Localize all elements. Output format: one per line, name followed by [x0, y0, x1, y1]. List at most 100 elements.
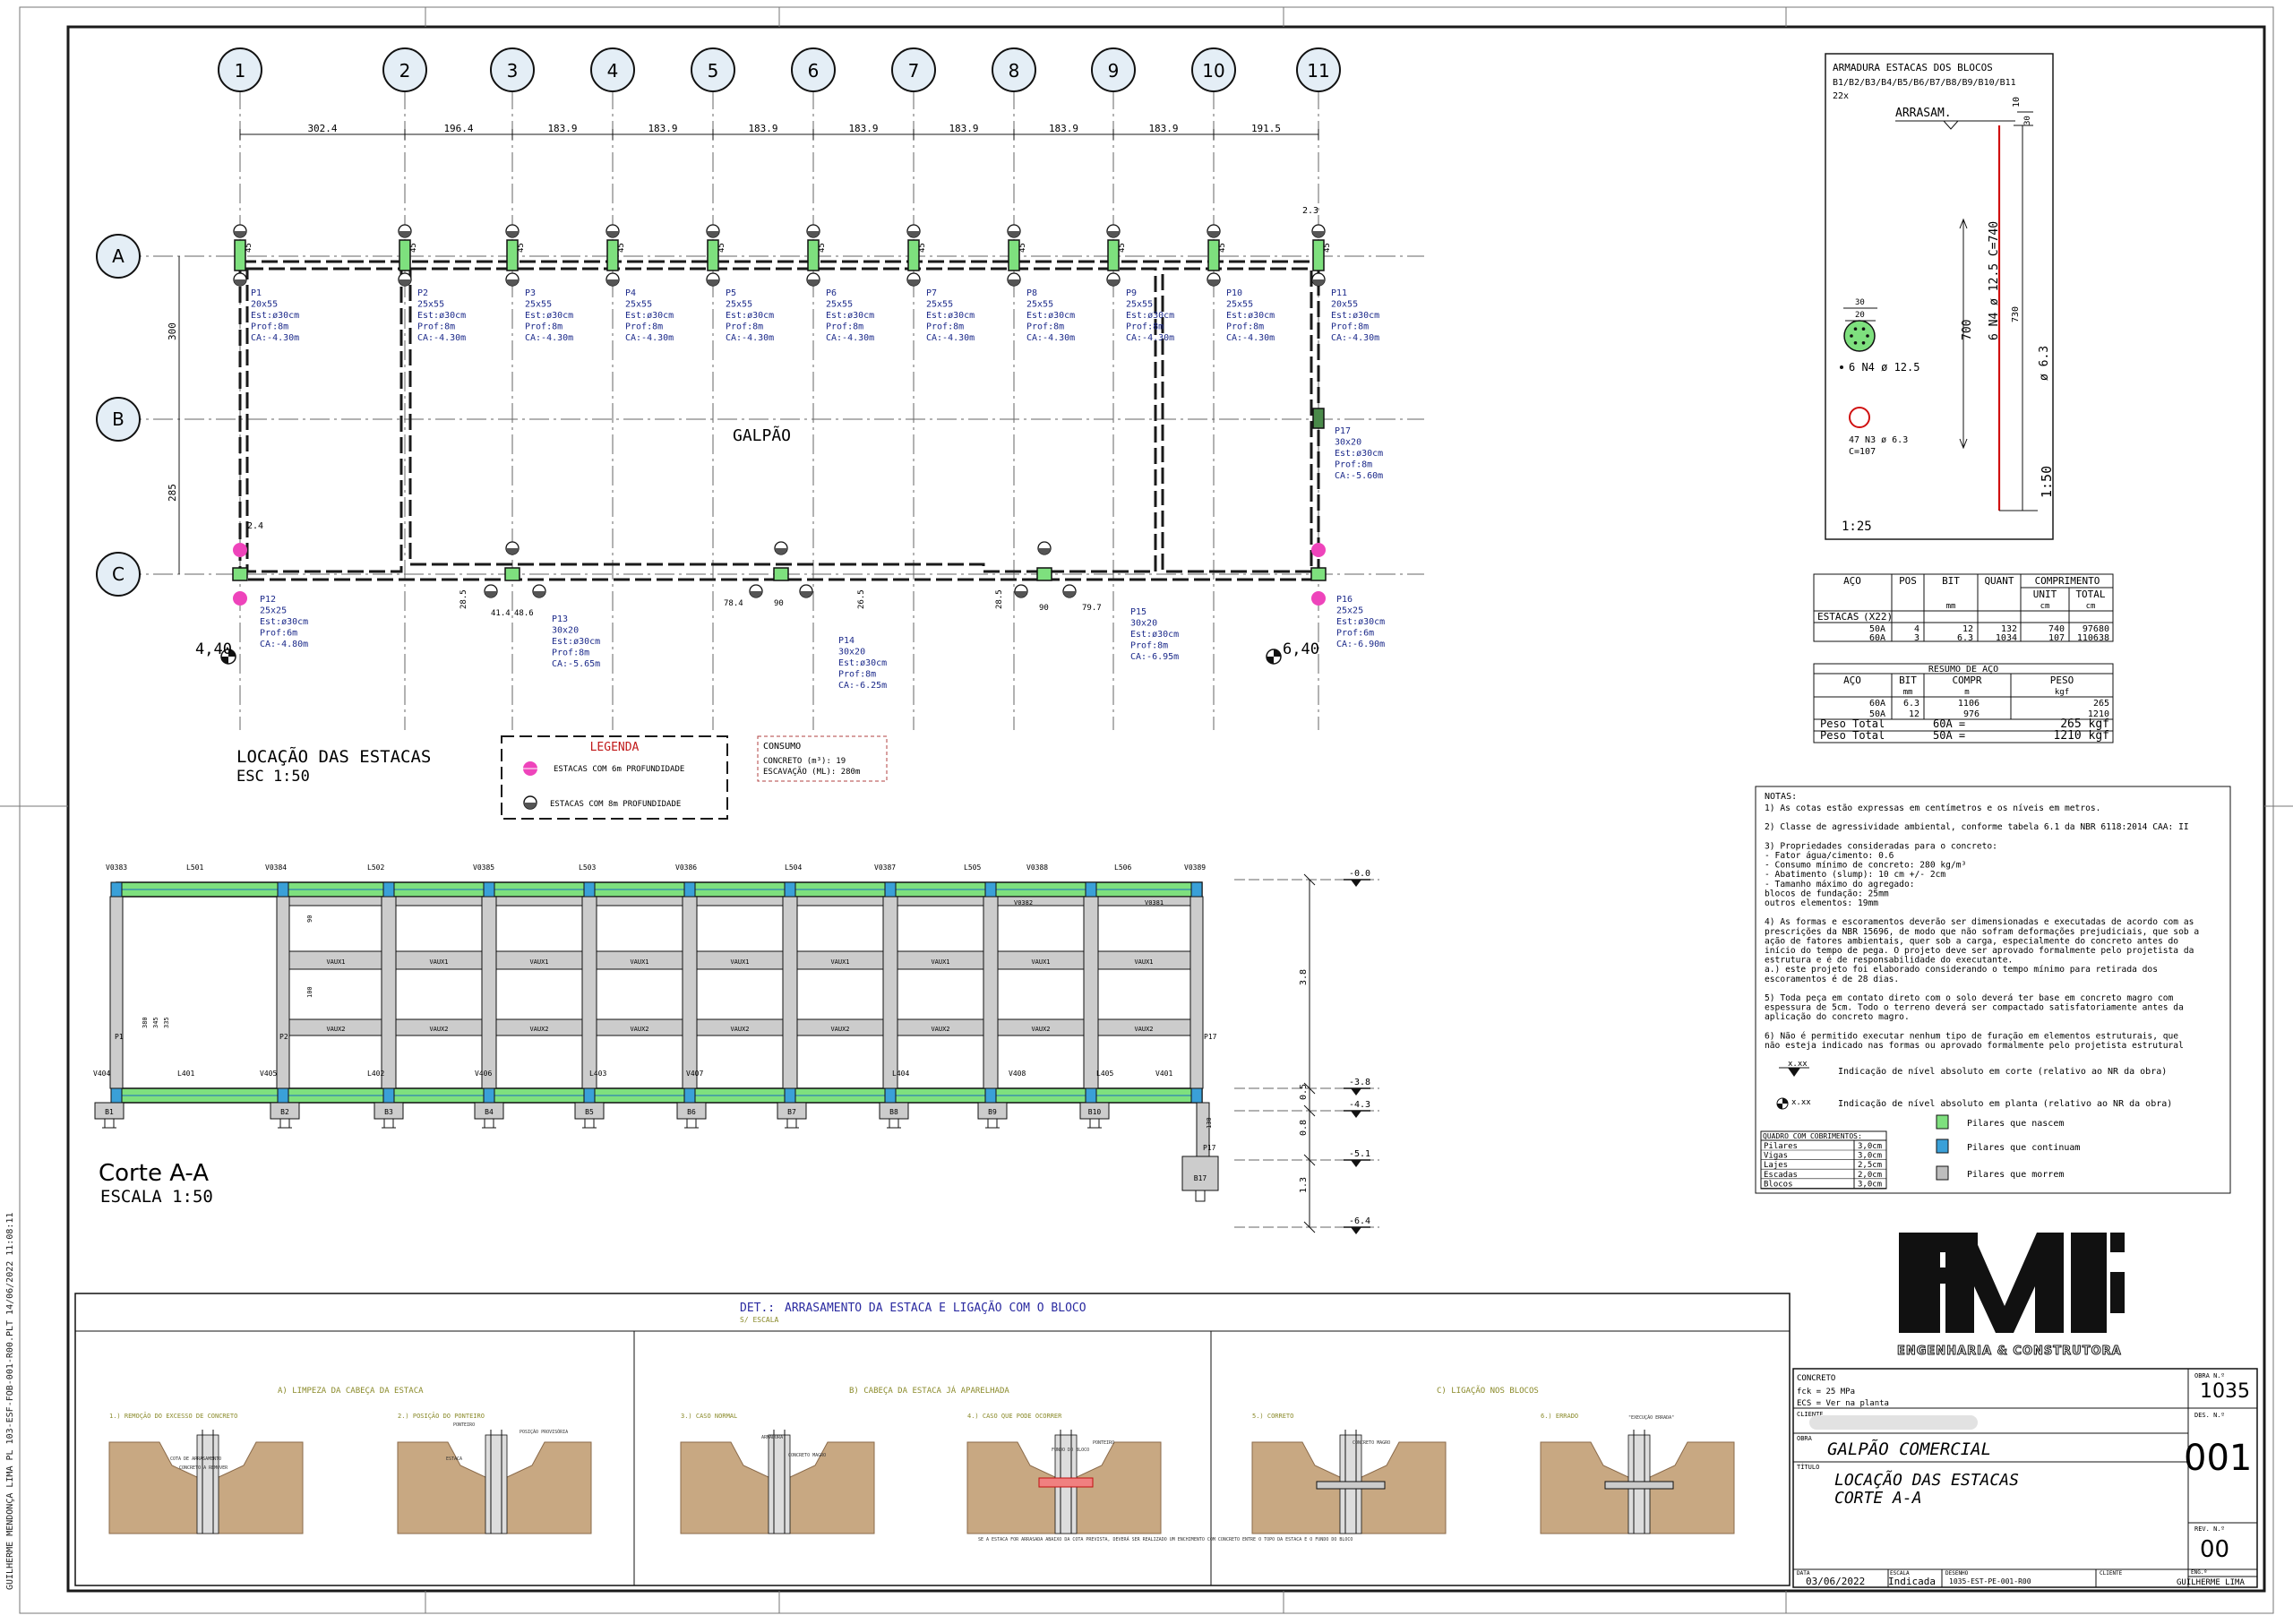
legend-title: LEGENDA [590, 741, 640, 754]
det-footnote: SE A ESTACA FOR ARRASADA ABAIXO DA COTA … [978, 1536, 1353, 1542]
pile-top-2-fill [399, 231, 411, 237]
resumo-title: RESUMO DE AÇO [1928, 665, 1998, 675]
tb-fck: fck = 25 MPa [1797, 1388, 1855, 1396]
pile-note: 25x25 [1336, 606, 1363, 616]
pile-note: P11 [1331, 288, 1347, 298]
tb-escala: Indicada [1888, 1576, 1936, 1587]
level-4-40: 4,40 [195, 640, 232, 658]
note-line: a.) este projeto foi elaborado considera… [1765, 964, 2158, 975]
pile-stub-9 [1089, 1118, 1100, 1129]
th-unit: UNIT [2033, 589, 2057, 600]
pile-stub-7 [889, 1118, 899, 1129]
column-head-0 [110, 881, 123, 898]
section-bottom-label: V405 [260, 1070, 277, 1078]
pile-reinforcement-detail: ARMADURA ESTACAS DOS BLOCOS B1/B2/B3/B4/… [1825, 53, 2055, 540]
pile-note: 25x55 [926, 300, 953, 310]
dim-41-4: 41.4 [491, 609, 511, 618]
armadura-qty: 22x [1833, 91, 1849, 101]
cover-name: Blocos [1764, 1180, 1793, 1189]
pile-note: Est:ø30cm [1336, 617, 1385, 627]
section-bottom-label: L403 [589, 1070, 606, 1078]
det-tiny-6: CONCRETO MAGRO [788, 1453, 826, 1458]
det-tiny-3: POSIÇÃO PROVISÓRIA [520, 1429, 568, 1435]
column-foot-2 [382, 1087, 395, 1104]
unit-cm-2: cm [2086, 602, 2096, 611]
det-tiny-5: ARMADURA [761, 1435, 783, 1440]
det-prefix: DET.: [740, 1302, 775, 1315]
pile-stub-1 [279, 1118, 290, 1129]
sheet-border [66, 25, 2266, 1593]
grey-pillar-icon [1936, 1165, 1949, 1181]
pile-note: CA:-6.90m [1336, 640, 1385, 649]
pile-note: CA:-4.30m [525, 333, 573, 343]
cover-name: Pilares [1764, 1142, 1798, 1151]
pile-bottom-2-fill [399, 279, 411, 286]
dim-700: 700 [1961, 320, 1974, 340]
aco-cell: 60A [1869, 633, 1885, 643]
section-top-label: V0389 [1184, 864, 1206, 872]
pile-row-c-1-fill [485, 591, 497, 597]
level-triangle-3 [1351, 1160, 1361, 1167]
column-foot-5 [683, 1087, 696, 1104]
pillar-8 [1008, 239, 1020, 271]
pile-stub-5 [686, 1118, 697, 1129]
pile-note: 30x20 [838, 648, 865, 657]
section-column-7 [882, 896, 898, 1089]
pile-note: CA:-4.30m [1226, 333, 1275, 343]
vaux2-label: VAUX2 [429, 1026, 448, 1033]
consumo-excavation: ESCAVAÇÃO (ML): 280m [763, 767, 860, 777]
level-dim-3: 1.3 [1299, 1177, 1309, 1193]
pillar-row-c-3 [1036, 567, 1052, 581]
pile-note: P17 [1335, 426, 1351, 436]
column-head-7 [884, 881, 897, 898]
vaux1-label: VAUX1 [830, 958, 849, 966]
consumption-box: CONSUMO CONCRETO (m³): 19 ESCAVAÇÃO (ML)… [757, 735, 888, 782]
section-bottom-label: L402 [367, 1070, 384, 1078]
dim-10: 10 [2012, 97, 2022, 107]
notes-box: NOTAS: 1) As cotas estão expressas em ce… [1755, 786, 2231, 1194]
dim-top-8: 183.9 [1148, 123, 1178, 134]
det-pile-2 [768, 1434, 791, 1534]
level-value-4: -6.4 [1349, 1216, 1370, 1226]
det-tiny-7: FUNDO DO BLOCO [1052, 1448, 1089, 1453]
leg-grey: Pilares que morrem [1967, 1170, 2064, 1180]
section-bottom-label: L401 [177, 1070, 194, 1078]
dim-78-4: 78.4 [724, 599, 743, 608]
column-foot-10 [1190, 1087, 1203, 1104]
note-line: espessura de 5cm. Todo o terreno deverá … [1765, 1002, 2184, 1013]
pile-bottom-6-fill [807, 279, 820, 286]
pile-row-c-2-fill [533, 591, 545, 597]
det-tiny-0: COTA DE ARRASAMENTO [170, 1456, 221, 1462]
stirrup-icon [1849, 407, 1870, 428]
dim-top-6: 183.9 [949, 123, 978, 134]
axis-label-3: 3 [507, 60, 519, 82]
pillar-10 [1207, 239, 1220, 271]
tb-obra-no-label: OBRA N.º [2194, 1372, 2225, 1379]
cover-value: 3,0cm [1858, 1152, 1882, 1161]
vertical-bar-label: 6 N4 ø 12.5 C=740 [1988, 221, 2001, 340]
pile-note: Prof:6m [1336, 629, 1374, 639]
section-column-4 [581, 896, 597, 1089]
rh-peso: PESO [2050, 675, 2074, 686]
dim-30: 30 [1855, 298, 1865, 307]
aco-cell: 1034 [1996, 633, 2017, 643]
pile-note: 20x55 [251, 300, 278, 310]
resumo-cell: 12 [1909, 709, 1919, 719]
dim-45: 45 [717, 243, 726, 253]
level-triangle-1 [1351, 1088, 1361, 1096]
leg-blue: Pilares que continuam [1967, 1143, 2080, 1153]
column-head-1 [277, 881, 289, 898]
column-foot-8 [984, 1087, 997, 1104]
pile-bottom-4-fill [606, 279, 619, 286]
level-6-40: 6,40 [1283, 640, 1319, 658]
det-sub-2: 3.) CASO NORMAL [681, 1413, 737, 1420]
pile-row-c-5-fill [800, 591, 812, 597]
dim-top-4: 183.9 [748, 123, 777, 134]
aco-cell: 740 [2048, 624, 2065, 634]
unit-cm: cm [2040, 602, 2050, 611]
pile-note: Est:ø30cm [251, 311, 299, 321]
level-marker-left: 4,40 [195, 640, 236, 665]
cover-value: 2,0cm [1858, 1171, 1882, 1180]
vaux2-label: VAUX2 [1134, 1026, 1153, 1033]
